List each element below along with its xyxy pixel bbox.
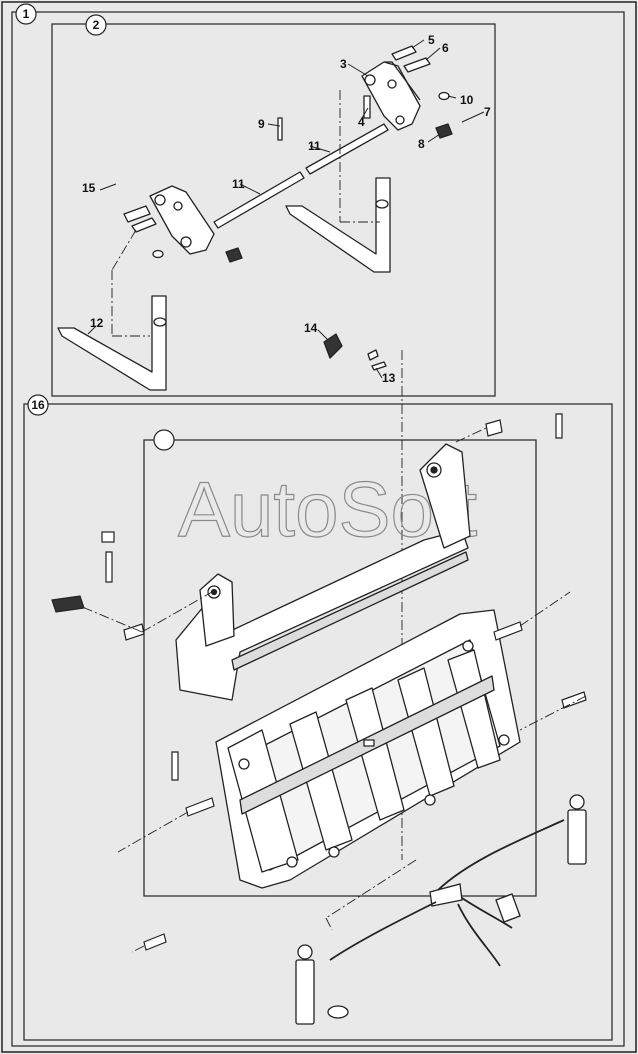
left-fork-tine [57,295,167,391]
hydraulic-hose-upper [437,819,565,891]
callout-11-right: 11 [308,139,321,153]
assembly-frame [11,11,625,1047]
right-fork-bracket [361,61,421,131]
left-hydraulic-cylinder [295,959,315,1025]
panel-badge-1: 1 [15,3,37,25]
hydraulic-hose-lower [329,901,437,961]
bucket-subpanel [143,439,537,897]
callout-7: 7 [484,105,491,119]
right-fork-tine [285,177,391,273]
callout-5: 5 [428,33,435,47]
callout-13: 13 [382,371,396,385]
panel-number-2: 2 [93,18,100,32]
fork-shaft-right [305,123,389,175]
panel-number-1: 1 [23,7,30,21]
callout-3: 3 [340,57,347,71]
bucket-panel [23,403,613,1041]
callout-4: 4 [358,115,365,129]
callout-9: 9 [258,117,265,131]
panel-badge-inner [153,429,175,451]
panel-badge-16: 16 [27,394,49,416]
retaining-clip [323,333,343,359]
bucket-left-ear [199,573,235,647]
callout-10: 10 [460,93,474,107]
left-fork-bracket [149,185,215,255]
fork-shaft-left [213,171,305,229]
callout-15: 15 [82,181,96,195]
callout-14: 14 [304,321,318,335]
right-hydraulic-cylinder [567,809,587,865]
attachment-panel [51,23,496,397]
callout-11-left: 11 [232,177,245,191]
bracket-hole-icon [364,74,376,86]
callout-12: 12 [90,316,104,330]
callout-8: 8 [418,137,425,151]
panel-badge-2: 2 [85,14,107,36]
panel-number-16: 16 [31,398,45,412]
callout-6: 6 [442,41,449,55]
